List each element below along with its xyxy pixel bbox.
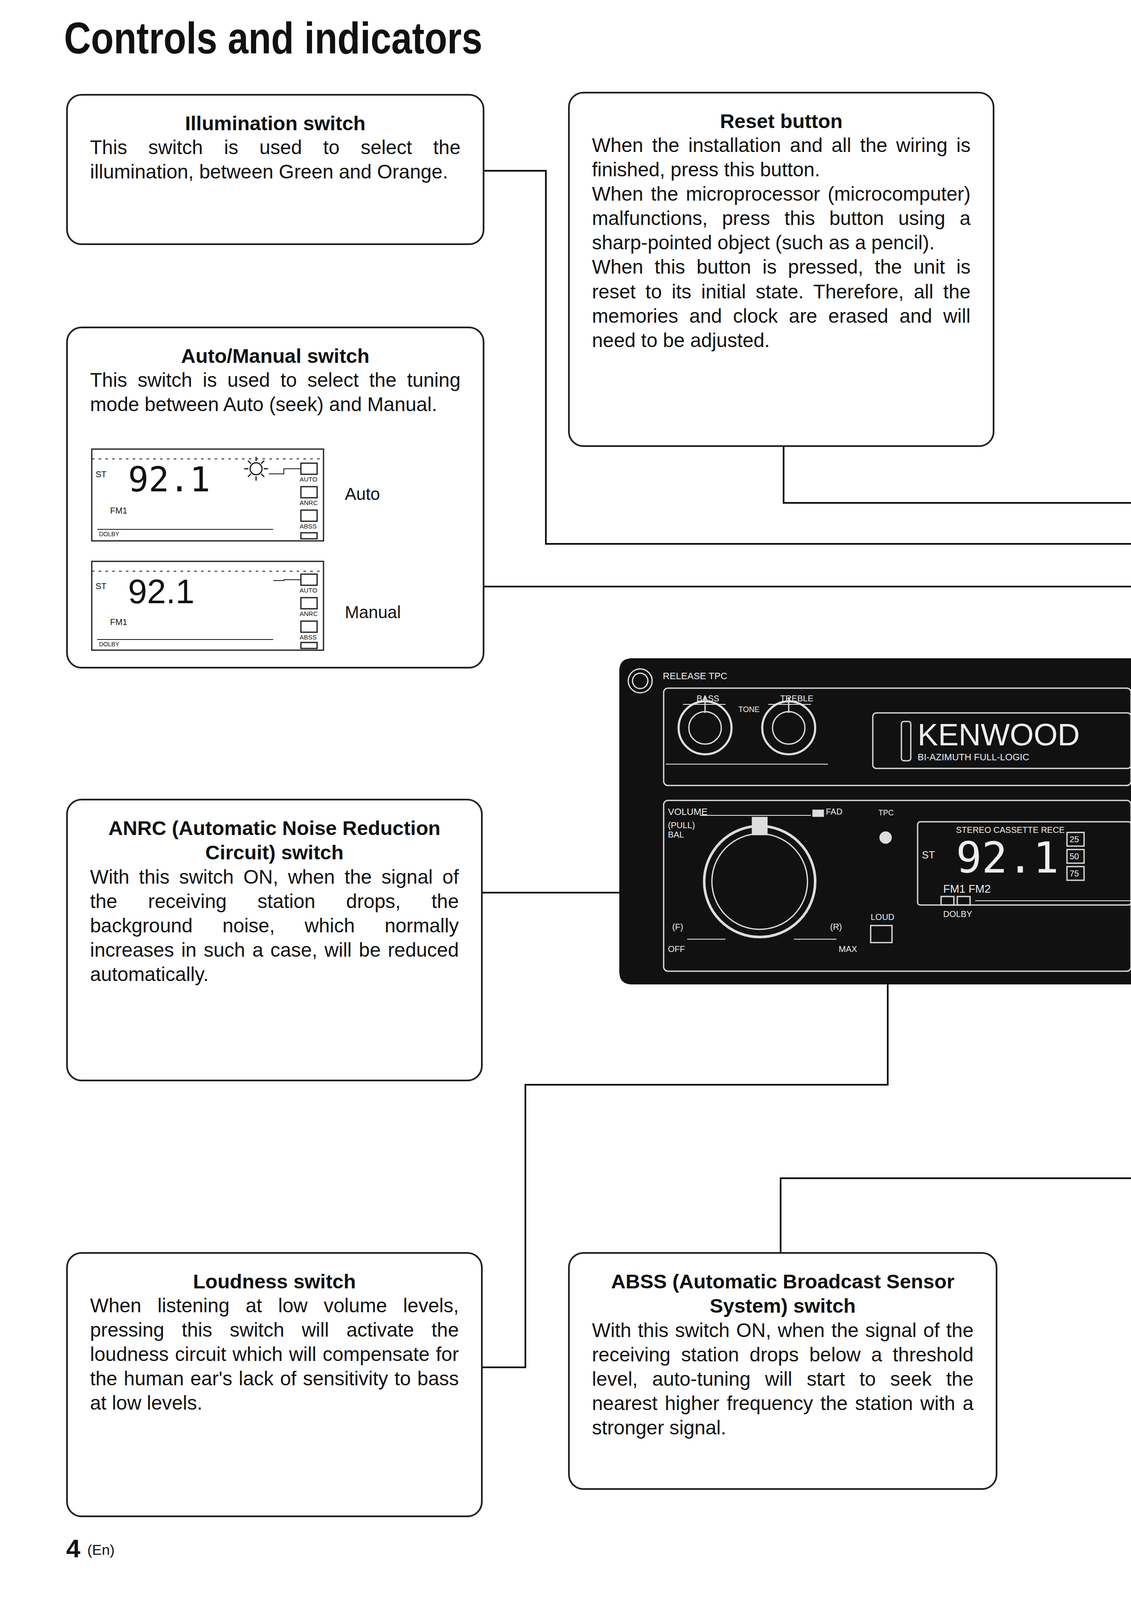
display-frame — [91, 448, 324, 541]
display-text: ST — [921, 849, 936, 861]
callout-heading: Auto/Manual switch — [90, 343, 461, 368]
callout-heading: Loudness switch — [90, 1268, 459, 1294]
mode-label: Manual — [344, 602, 401, 622]
knob-label: (F) — [672, 921, 684, 932]
knob-label: (PULL) BAL — [667, 820, 703, 840]
callout-box: Illumination switchThis switch is used t… — [66, 93, 485, 245]
display-frequency: 92.1 — [128, 460, 211, 499]
callout-body: With this switch ON, when the signal of … — [90, 864, 459, 987]
button-label: ABSS — [299, 633, 317, 642]
knob-label: TONE — [738, 705, 760, 715]
display-text: FM1 — [110, 617, 128, 627]
callout-body: When this button is pressed, the unit is… — [591, 254, 971, 353]
button-label: LOUD — [870, 912, 895, 922]
radio-front-panel — [619, 612, 1131, 985]
page-title: Controls and indicators — [64, 12, 483, 64]
mode-label: Auto — [344, 484, 380, 504]
callout-body: This switch is used to select the illumi… — [90, 135, 461, 184]
knob-label: BASS — [696, 693, 720, 703]
callout-heading: ANRC (Automatic Noise Reduction Circuit)… — [90, 815, 459, 865]
callout-body: With this switch ON, when the signal of … — [591, 1317, 974, 1440]
leader-line — [484, 585, 1131, 588]
display-text: DOLBY — [99, 530, 120, 538]
display-text: 75 — [1069, 868, 1079, 878]
panel-label: TPC — [878, 808, 894, 818]
display-text: ST — [95, 469, 107, 479]
knob-label: TREBLE — [780, 693, 814, 703]
leader-line — [780, 1177, 1131, 1252]
knob-label: MAX — [838, 944, 857, 954]
panel-label: BI-AZIMUTH FULL-LOGIC — [917, 752, 1030, 763]
panel-label: DOLBY — [943, 909, 973, 919]
display-text: STEREO CASSETTE RECE — [956, 824, 1065, 835]
display-text: ST — [95, 581, 107, 591]
display-figures — [91, 448, 324, 651]
display-text: 25 — [1069, 834, 1079, 844]
button-label: ANRC — [299, 610, 318, 618]
display-frequency: 92.1 — [956, 834, 1059, 882]
callout-body: When the microprocessor (microcomputer) … — [591, 181, 971, 255]
callout-heading: Reset button — [591, 108, 971, 134]
display-frame — [91, 561, 324, 651]
callout-box: ABSS (Automatic Broadcast Sensor System)… — [568, 1251, 998, 1490]
display-text: 50 — [1069, 851, 1079, 861]
page-language: (En) — [87, 1541, 115, 1558]
callout-heading: Illumination switch — [90, 110, 461, 136]
display-text: FM1 FM2 — [943, 882, 991, 895]
callout-box: Reset buttonWhen the installation and al… — [568, 91, 995, 447]
display-text: FM1 — [110, 505, 128, 516]
knob-label: (R) — [830, 921, 843, 932]
knob-label: OFF — [667, 944, 686, 954]
knob-label: VOLUME — [667, 806, 708, 817]
callout-heading: ABSS (Automatic Broadcast Sensor System)… — [591, 1268, 974, 1318]
display-text: 92.1 — [128, 572, 195, 611]
button-label: ABSS — [299, 522, 317, 531]
indicator-star — [244, 456, 269, 481]
callout-box: ANRC (Automatic Noise Reduction Circuit)… — [66, 798, 483, 1082]
panel-label: FAD — [825, 806, 843, 817]
brand-name: KENWOOD — [917, 717, 1080, 752]
leader-line — [482, 891, 620, 894]
button-label: AUTO — [299, 586, 318, 595]
callout-body: When listening at low volume levels, pre… — [90, 1293, 459, 1415]
callout-box: Loudness switchWhen listening at low vol… — [66, 1251, 483, 1517]
display-text: DOLBY — [99, 641, 120, 648]
leader-line — [783, 446, 1131, 503]
callout-body: This switch is used to select the tuning… — [90, 367, 461, 417]
leader-line — [484, 170, 1131, 544]
page-number: 4 — [66, 1534, 81, 1563]
callout-body: When the installation and all the wiring… — [591, 133, 971, 182]
button-label: AUTO — [299, 475, 318, 484]
leader-lines — [482, 170, 1131, 1368]
button-label: ANRC — [299, 499, 318, 507]
panel-label: RELEASE TPC — [662, 670, 728, 682]
